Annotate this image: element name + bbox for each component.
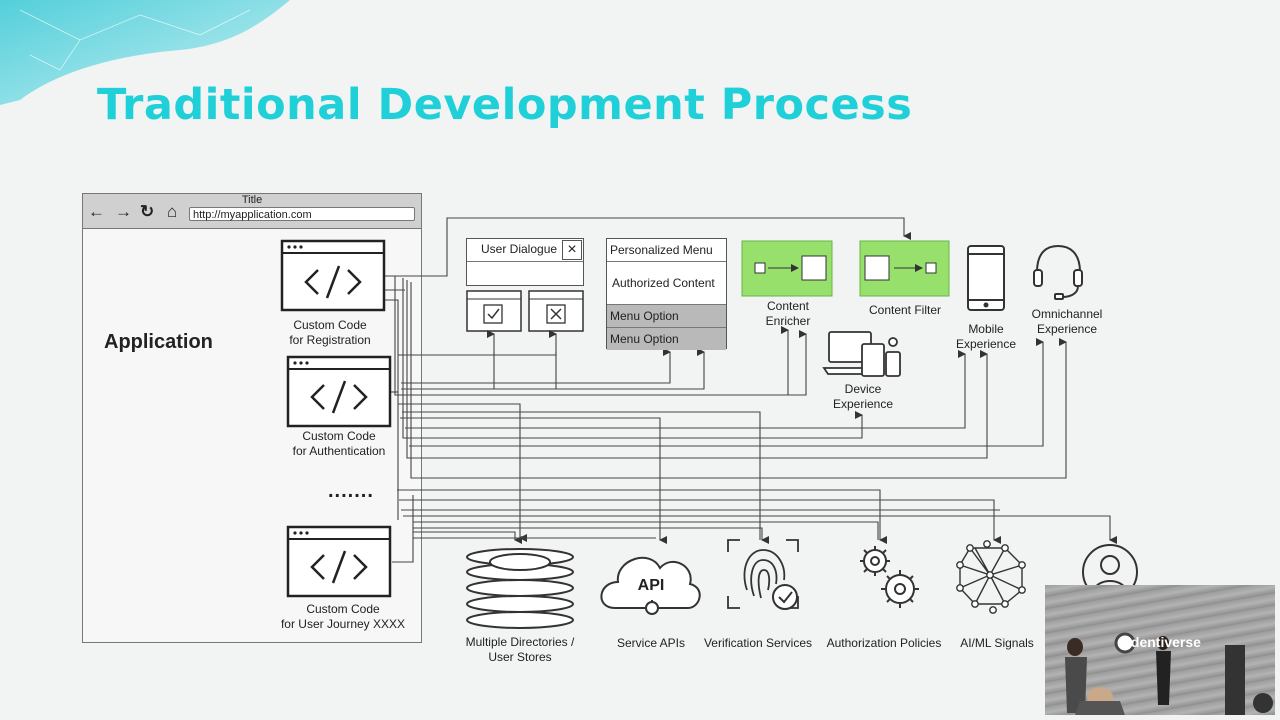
cancel-dialog-icon — [528, 290, 584, 332]
user-dialogue-title: User Dialogue — [481, 242, 558, 256]
api-badge-text: API — [638, 577, 665, 594]
authorization-policies-label: Authorization Policies — [826, 636, 942, 650]
directories-label: Multiple Directories /User Stores — [465, 635, 575, 664]
menu-option-2: Menu Option — [607, 328, 726, 350]
database-icon — [466, 548, 574, 629]
code-icon-user-journey — [286, 525, 392, 598]
slide-title: Traditional Development Process — [97, 80, 913, 130]
confirm-dialog-icon — [466, 290, 522, 332]
authorized-content: Authorized Content — [607, 262, 726, 305]
gears-icon — [860, 546, 919, 608]
verification-services-label: Verification Services — [703, 636, 813, 650]
browser-toolbar: Title ← → ↻ ⌂ http://myapplication.com — [83, 194, 421, 229]
menu-header: Personalized Menu — [607, 239, 726, 262]
camera-overlay: identiverse — [1045, 585, 1275, 715]
window-title: Title — [241, 194, 263, 206]
refresh-icon[interactable]: ↻ — [140, 202, 155, 221]
application-label: Application — [104, 331, 213, 353]
content-filter-label: Content Filter — [868, 303, 942, 317]
code-icon-authentication — [286, 355, 392, 428]
url-field[interactable]: http://myapplication.com — [189, 207, 415, 221]
close-icon: × — [562, 240, 582, 260]
presenters-silhouette — [1065, 632, 1273, 715]
camera-logo-text: identiverse — [1127, 634, 1201, 650]
service-apis-label: Service APIs — [616, 636, 686, 650]
fingerprint-icon — [727, 539, 799, 610]
devices-icon — [822, 331, 901, 377]
user-dialogue-header: User Dialogue × — [467, 239, 583, 262]
forward-arrow-icon[interactable]: → — [115, 202, 132, 221]
neural-network-icon — [956, 540, 1026, 614]
personalized-menu: Personalized Menu Authorized Content Men… — [606, 238, 727, 350]
content-enricher-icon — [741, 240, 833, 297]
home-icon[interactable]: ⌂ — [167, 202, 178, 221]
menu-option-1: Menu Option — [607, 305, 726, 328]
back-arrow-icon[interactable]: ← — [88, 202, 105, 221]
user-dialogue-box: User Dialogue × — [466, 238, 584, 286]
mobile-phone-icon — [967, 245, 1005, 311]
api-cloud-icon: API — [600, 556, 701, 615]
headset-icon — [1033, 244, 1083, 300]
corner-decoration — [0, 0, 290, 105]
code-icon-registration — [280, 239, 386, 312]
content-filter-icon — [859, 240, 950, 297]
ellipsis: ....... — [328, 480, 374, 502]
aiml-signals-label: AI/ML Signals — [960, 636, 1034, 650]
